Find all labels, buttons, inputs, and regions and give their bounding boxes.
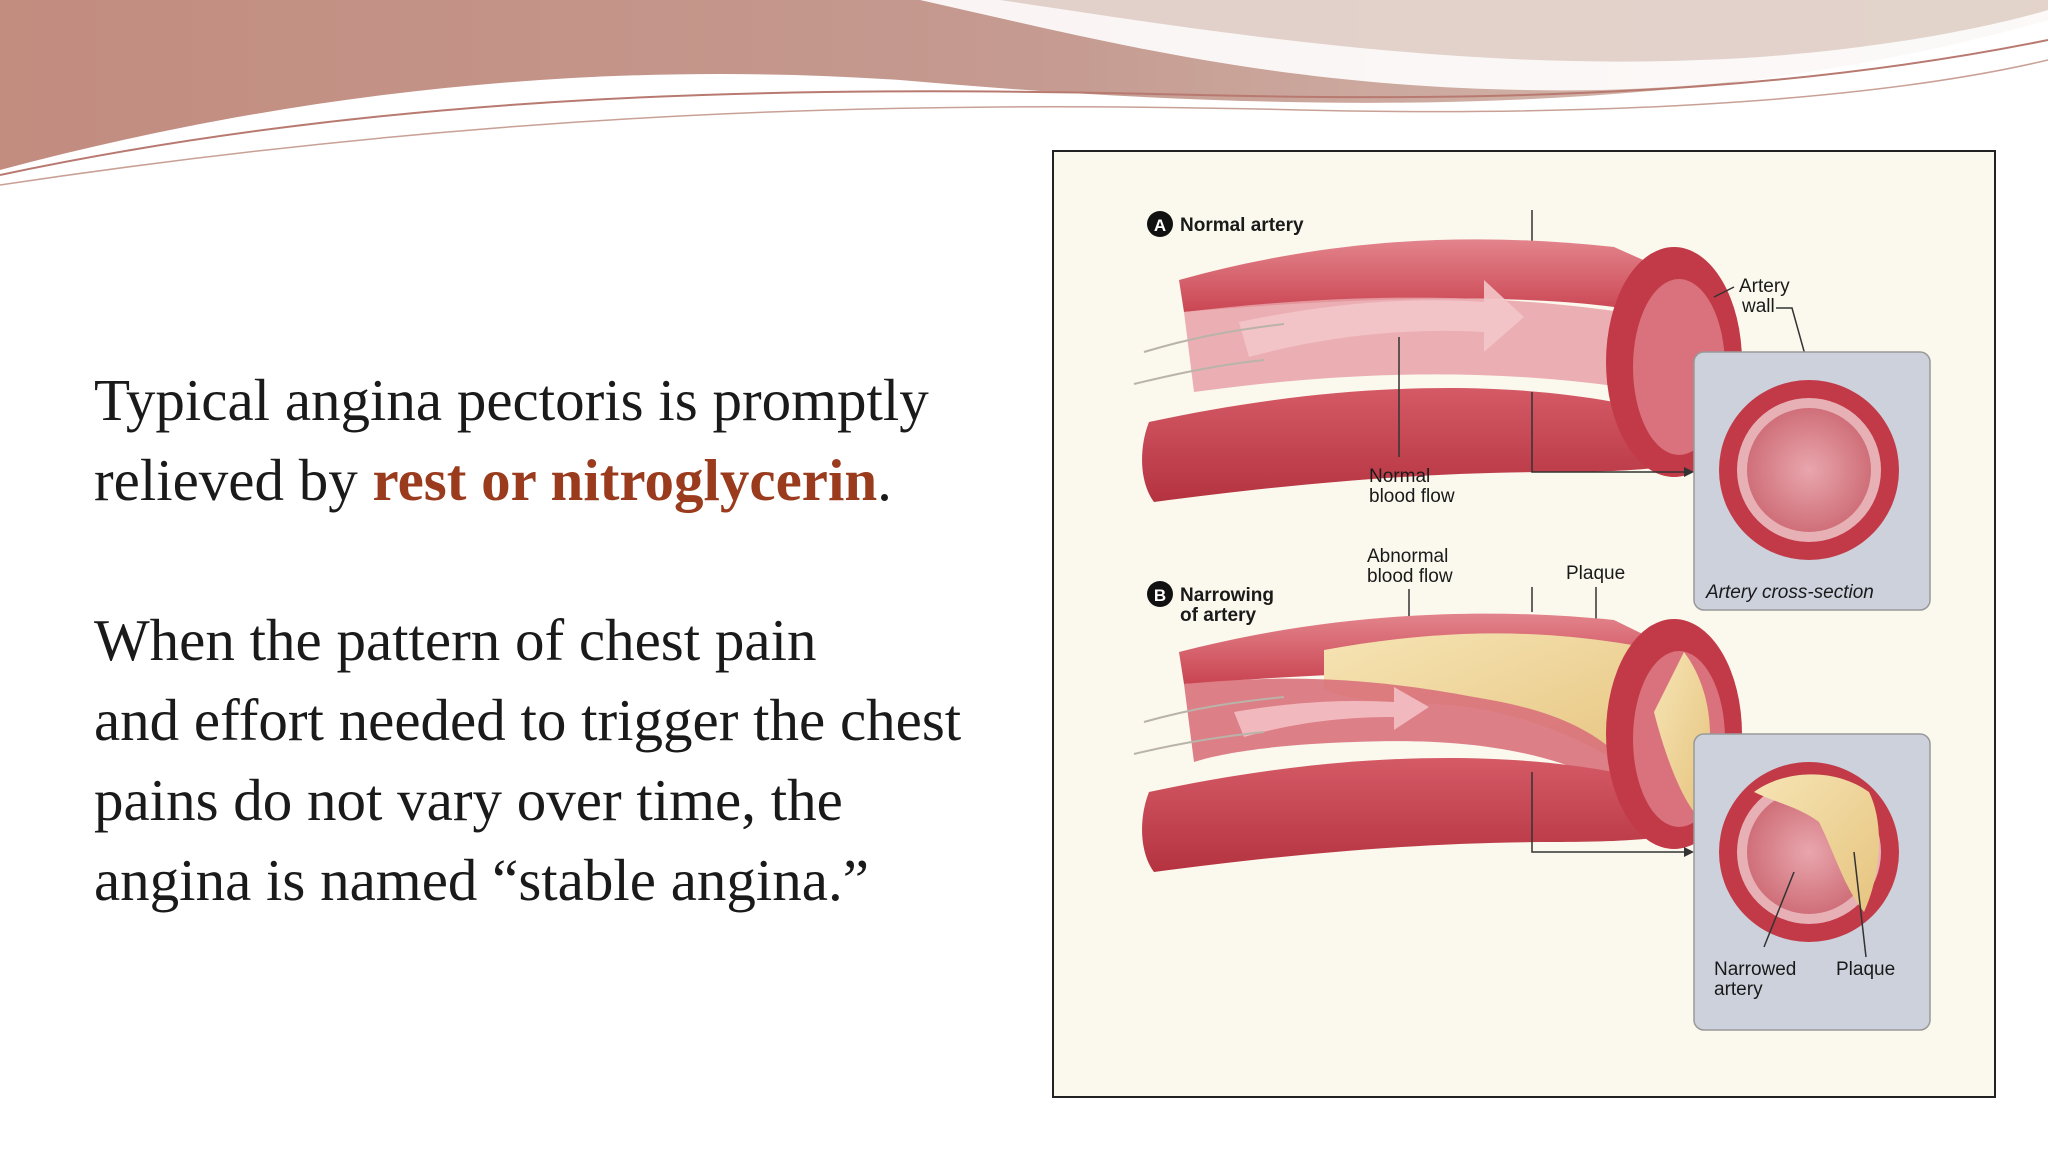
paragraph-2-line: angina is named “stable angina.” [94,847,869,913]
label-plaque: Plaque [1566,563,1625,584]
paragraph-1-text: Typical angina pectoris is promptly reli… [94,367,929,513]
paragraph-1: Typical angina pectoris is promptly reli… [94,360,1034,520]
badge-a-icon [1147,211,1173,237]
label-artery-wall-1: Artery [1739,276,1790,297]
label-normal-flow-2: blood flow [1369,486,1455,507]
panel-b: B Narrowing of artery Abnormal blood flo… [1133,546,1931,1031]
slide-text: Typical angina pectoris is promptly reli… [94,360,1034,920]
panel-a-title: Normal artery [1180,215,1304,236]
badge-a-letter: A [1154,216,1166,235]
flow-arrow-a [1239,280,1524,357]
paragraph-1-period: . [877,447,892,513]
label-plaque-cross: Plaque [1836,959,1895,980]
label-normal-flow-1: Normal [1369,466,1430,487]
header-banner [0,0,2048,186]
badge-b-icon [1147,581,1173,607]
label-abnormal-flow-1: Abnormal [1367,546,1448,567]
flow-arrow-b [1234,687,1429,737]
artery-a-top-wall [1179,239,1666,317]
artery-b-bottom-wall [1142,758,1694,872]
artery-a-bottom-wall [1142,388,1694,502]
highlight-text: rest or nitroglycerin [372,447,878,513]
label-narrowed-1: Narrowed [1714,959,1796,980]
artery-figure: A Normal artery Normal blood flow [1052,150,1996,1098]
paragraph-2-line: When the pattern of chest pain [94,607,817,673]
panel-b-title-1: Narrowing [1180,585,1274,606]
cross-section-a-caption: Artery cross-section [1705,582,1874,603]
paragraph-2: When the pattern of chest pain and effor… [94,600,1034,920]
label-artery-wall-2: wall [1741,296,1775,317]
label-narrowed-2: artery [1714,979,1763,1000]
paragraph-2-line: pains do not vary over time, the [94,767,843,833]
panel-b-title-2: of artery [1180,605,1256,626]
artery-illustration: A Normal artery Normal blood flow [1133,210,1931,1031]
paragraph-2-line: and effort needed to trigger the chest [94,687,962,753]
label-abnormal-flow-2: blood flow [1367,566,1453,587]
badge-b-letter: B [1154,586,1166,605]
cross-section-b-plaque [1754,774,1880,912]
panel-a: A Normal artery Normal blood flow [1133,210,1931,611]
